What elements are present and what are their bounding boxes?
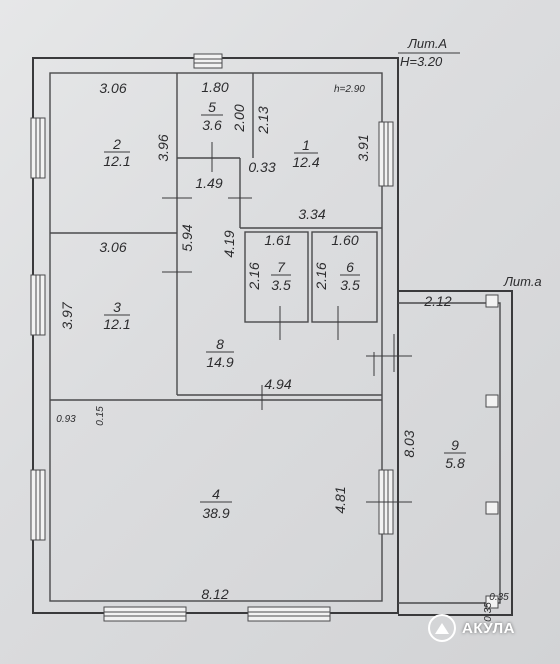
dim-093: 0.93 <box>56 414 76 425</box>
wall-r7 <box>244 231 309 323</box>
dim-r8-bottom: 4.94 <box>264 376 291 392</box>
dim-r9-side: 8.03 <box>401 430 417 457</box>
window-bottom-1 <box>103 606 187 622</box>
room-8: 8 14.9 <box>206 336 234 370</box>
room-4: 4 38.9 <box>200 486 232 521</box>
svg-text:3.6: 3.6 <box>202 117 222 133</box>
svg-text:12.1: 12.1 <box>103 153 130 169</box>
annex-mark-3 <box>485 501 499 515</box>
dim-015: 0.15 <box>95 406 106 426</box>
room-2: 2 12.1 <box>103 136 130 169</box>
svg-text:12.1: 12.1 <box>103 316 130 332</box>
svg-text:8: 8 <box>216 336 224 352</box>
svg-text:3.5: 3.5 <box>271 277 291 293</box>
window-left-3 <box>30 469 46 541</box>
dim-r3-side: 3.97 <box>59 301 75 329</box>
dim-r3-top: 3.06 <box>99 239 126 255</box>
svg-text:5: 5 <box>208 99 216 115</box>
annex-inner-wall <box>398 302 501 604</box>
dim-corridor-width: 1.49 <box>195 175 222 191</box>
room-1: 1 12.4 <box>292 137 319 170</box>
dim-r9-top: 2.12 <box>423 293 451 309</box>
dim-r5-top: 1.80 <box>201 79 228 95</box>
dim-r1-side-left: 2.13 <box>255 106 271 134</box>
dim-r8-side: 4.19 <box>221 230 237 257</box>
ceiling-label: h=2.90 <box>334 84 365 95</box>
dim-r7-top: 1.61 <box>264 232 291 248</box>
annex-mark-4 <box>485 595 499 609</box>
height-label: Н=3.20 <box>400 54 443 69</box>
annex-mark-1 <box>485 294 499 308</box>
room-3: 3 12.1 <box>103 299 130 332</box>
svg-text:14.9: 14.9 <box>206 354 233 370</box>
window-top <box>193 53 223 69</box>
dim-r5-side: 2.00 <box>231 104 247 132</box>
svg-text:3.5: 3.5 <box>340 277 360 293</box>
lit-a-label: Лит.А <box>407 36 447 51</box>
window-bottom-2 <box>247 606 331 622</box>
svg-text:38.9: 38.9 <box>202 505 229 521</box>
watermark-text: АКУЛА <box>462 619 515 637</box>
dim-corridor-height: 5.94 <box>179 224 195 251</box>
svg-text:4: 4 <box>212 486 220 502</box>
dim-r7-side: 2.16 <box>246 262 262 290</box>
svg-text:7: 7 <box>277 259 286 275</box>
svg-text:3: 3 <box>113 299 121 315</box>
svg-text:5.8: 5.8 <box>445 455 465 471</box>
dim-035-a: 0.35 <box>489 592 509 603</box>
svg-text:2: 2 <box>112 136 121 152</box>
watermark-logo: АКУЛА <box>428 614 515 642</box>
dim-r6-top: 1.60 <box>331 232 358 248</box>
annex-wall <box>398 290 513 616</box>
dim-035-b: 0.35 <box>483 602 494 622</box>
window-right-1 <box>378 121 394 187</box>
window-left-2 <box>30 274 46 336</box>
room-6: 6 3.5 <box>340 259 360 293</box>
svg-text:9: 9 <box>451 437 459 453</box>
dim-r4-bottom: 8.12 <box>201 586 228 602</box>
svg-text:1: 1 <box>302 137 310 153</box>
dim-r6-side: 2.16 <box>313 262 329 290</box>
svg-text:12.4: 12.4 <box>292 154 319 170</box>
room-5: 5 3.6 <box>201 99 223 133</box>
inner-wall-main <box>49 72 383 602</box>
window-left-1 <box>30 117 46 179</box>
lit-a-small-label: Лит.а <box>503 274 542 289</box>
dim-r1-side-right: 3.91 <box>355 134 371 161</box>
dim-r4-side: 4.81 <box>332 486 348 513</box>
svg-text:6: 6 <box>346 259 354 275</box>
room-7: 7 3.5 <box>271 259 291 293</box>
akula-logo-icon <box>428 614 456 642</box>
room-9: 9 5.8 <box>444 437 466 471</box>
annex-mark-2 <box>485 394 499 408</box>
dim-gap: 0.33 <box>248 159 275 175</box>
dim-r1-bottom: 3.34 <box>298 206 325 222</box>
dim-r2-top: 3.06 <box>99 80 126 96</box>
wall-r6 <box>311 231 378 323</box>
dim-r2-side: 3.96 <box>155 134 171 161</box>
